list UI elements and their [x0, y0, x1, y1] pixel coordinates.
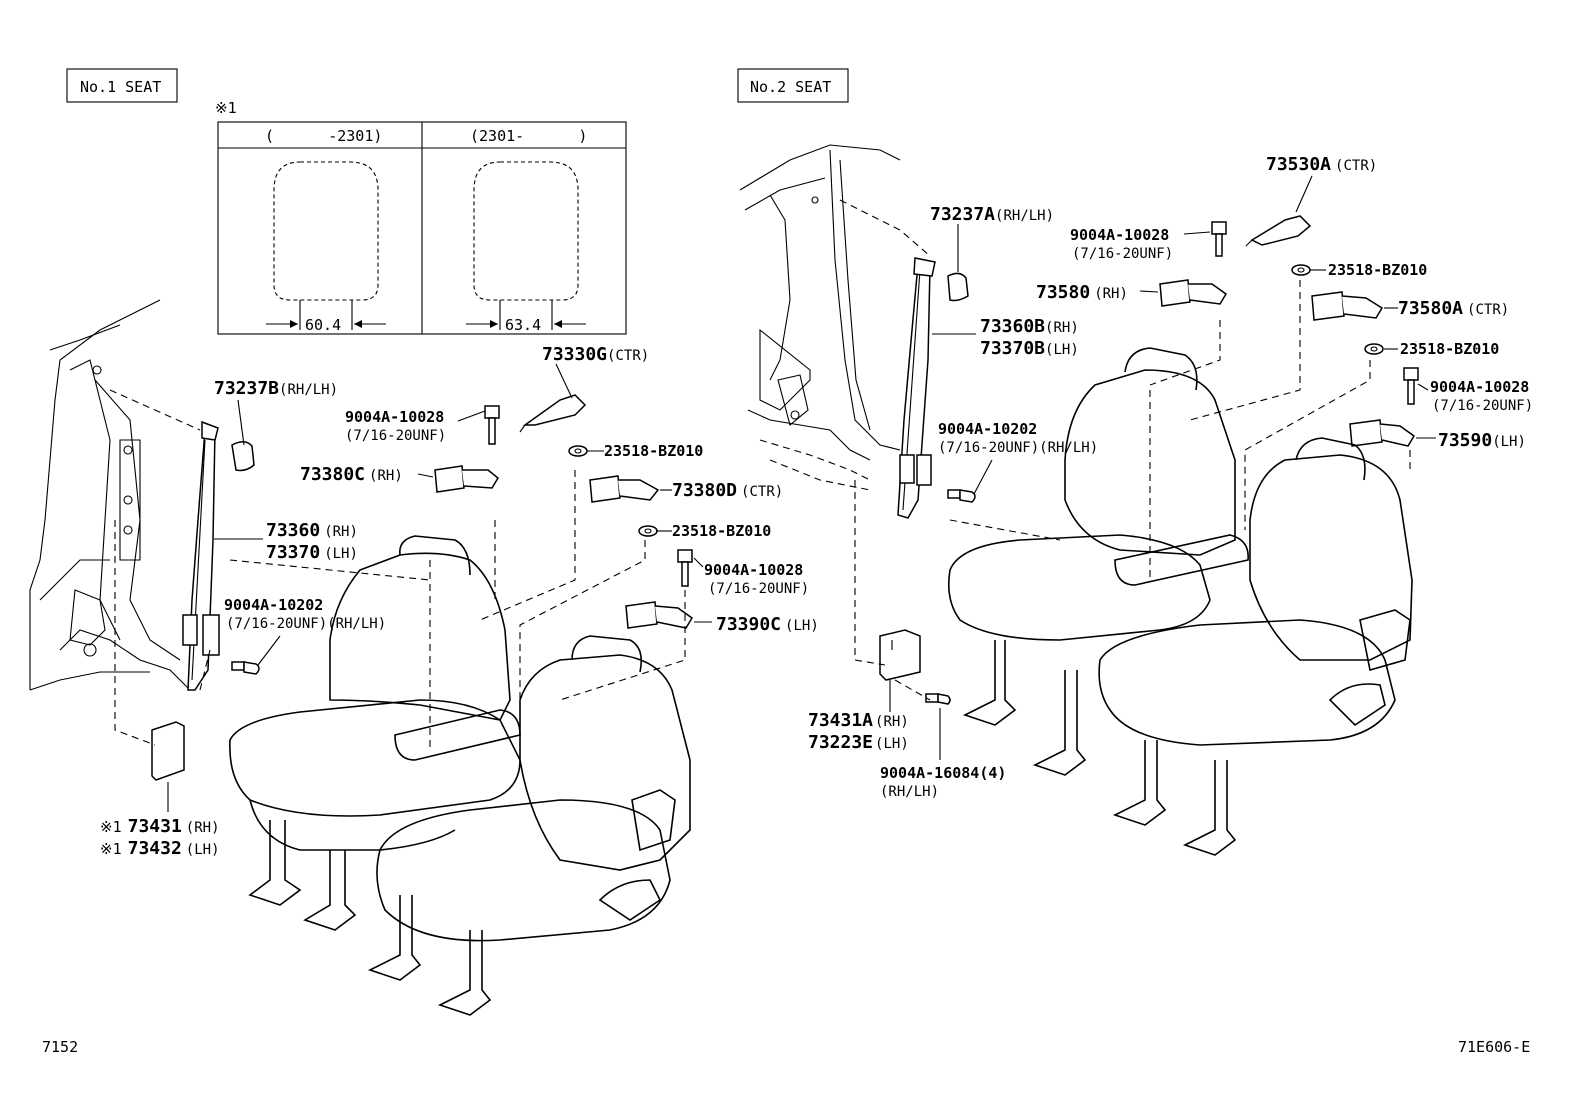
label-9004A-10028-a: 9004A-10028 [345, 408, 444, 426]
seat1-washer-a [568, 445, 588, 457]
seat2-bolt-10202 [947, 489, 976, 503]
label-73590: 73590(LH) [1438, 430, 1526, 451]
table-col1-dimension: 60.4 [305, 316, 341, 334]
label-9004A-10202-b: 9004A-10202 [938, 420, 1037, 438]
label-9004A-10028-c: 9004A-10028 [1070, 226, 1169, 244]
label-73530A: 73530A(CTR) [1266, 154, 1377, 175]
label-73223E: 73223E(LH) [808, 732, 909, 753]
seat1-bolt-10028-a [484, 405, 500, 445]
seat1-bolt-10028-b [677, 549, 693, 587]
seat2-buckle-73580A [1311, 291, 1384, 321]
seat2-buckle-73530A [1245, 215, 1312, 247]
seat1-bracket-cover [151, 721, 185, 781]
label-9004A-10028-d-spec: (7/16-20UNF) [1432, 398, 1533, 414]
table-col1-header: ( -2301) [265, 127, 382, 145]
label-73380C: 73380C(RH) [300, 464, 403, 485]
seat2-title-box [737, 68, 849, 103]
label-23518-BZ010-c: 23518-BZ010 [1328, 261, 1427, 279]
label-73330G: 73330G(CTR) [542, 344, 649, 365]
seat2-body-panel [739, 144, 901, 491]
seat1-bolt-10202 [231, 661, 260, 675]
seat1-washer-b [638, 525, 658, 537]
seat1-title: No.1 SEAT [80, 78, 161, 96]
seat1-body-panel [29, 299, 191, 691]
label-9004A-10028-d: 9004A-10028 [1430, 378, 1529, 396]
label-73380D: 73380D(CTR) [672, 480, 783, 501]
seat2-buckle-73580 [1159, 279, 1227, 307]
table-col2-header: (2301- ) [470, 127, 587, 145]
seat2-bolt-10028-a [1211, 221, 1227, 257]
headrest-outline-early [273, 161, 379, 301]
seat2-bracket-cover [879, 629, 921, 681]
label-9004A-16084-spec: (RH/LH) [880, 784, 939, 800]
label-9004A-10028-b-spec: (7/16-20UNF) [708, 581, 809, 597]
seat1-buckle-73330G [519, 394, 587, 433]
label-73360B: 73360B(RH) [980, 316, 1079, 337]
label-73370B: 73370B(LH) [980, 338, 1079, 359]
seat1-title-box [66, 68, 178, 103]
label-73390C: 73390C(LH) [716, 614, 819, 635]
label-9004A-16084: 9004A-16084(4) [880, 764, 1006, 782]
label-9004A-10202-b-spec: (7/16-20UNF)(RH/LH) [938, 440, 1098, 456]
label-73431A: 73431A(RH) [808, 710, 909, 731]
seat2-bench-drawing [839, 199, 1413, 856]
label-73580A: 73580A(CTR) [1398, 298, 1509, 319]
label-23518-BZ010-b: 23518-BZ010 [672, 522, 771, 540]
label-73237A: 73237A(RH/LH) [930, 204, 1054, 225]
label-73370: 73370(LH) [266, 542, 358, 563]
label-23518-BZ010-a: 23518-BZ010 [604, 442, 703, 460]
seat1-outer-belt-retractor [182, 420, 220, 691]
seat2-bolt-16084 [925, 693, 951, 705]
seat2-bolt-10028-b [1403, 367, 1419, 405]
headrest-outline-late [473, 161, 579, 301]
table-col2-dimension: 63.4 [505, 316, 541, 334]
seat2-anchor-cover-cap [947, 272, 969, 302]
seat1-anchor-cover-cap [231, 441, 255, 472]
label-73360: 73360(RH) [266, 520, 358, 541]
seat2-buckle-73590 [1349, 419, 1415, 447]
seat2-outer-belt-retractor [897, 257, 936, 519]
seat1-buckle-73380C [434, 465, 499, 493]
footer-left-code: 7152 [42, 1038, 78, 1056]
seat2-washer-b [1364, 343, 1384, 355]
seat1-table-note-mark: ※1 [215, 99, 237, 117]
label-23518-BZ010-d: 23518-BZ010 [1400, 340, 1499, 358]
label-9004A-10202-spec: (7/16-20UNF)(RH/LH) [226, 616, 386, 632]
seat2-group: No.2 SEAT [737, 68, 1533, 856]
label-73237B: 73237B(RH/LH) [214, 378, 338, 399]
seat1-buckle-73380D [589, 475, 660, 503]
label-73580: 73580(RH) [1036, 282, 1128, 303]
label-9004A-10028-b: 9004A-10028 [704, 561, 803, 579]
seat2-title: No.2 SEAT [750, 78, 831, 96]
seat1-group: No.1 SEAT ※1 ( -2301) (2301- ) 60.4 [29, 68, 819, 1016]
footer-right-code: 71E606-E [1458, 1038, 1530, 1056]
seat2-washer-a [1291, 264, 1311, 276]
headrest-reference-table: ( -2301) (2301- ) 60.4 63.4 [217, 121, 627, 335]
label-9004A-10202: 9004A-10202 [224, 596, 323, 614]
seat1-bench-drawing [109, 389, 691, 1016]
seat1-buckle-73390C [625, 601, 693, 629]
label-9004A-10028-c-spec: (7/16-20UNF) [1072, 246, 1173, 262]
label-9004A-10028-a-spec: (7/16-20UNF) [345, 428, 446, 444]
